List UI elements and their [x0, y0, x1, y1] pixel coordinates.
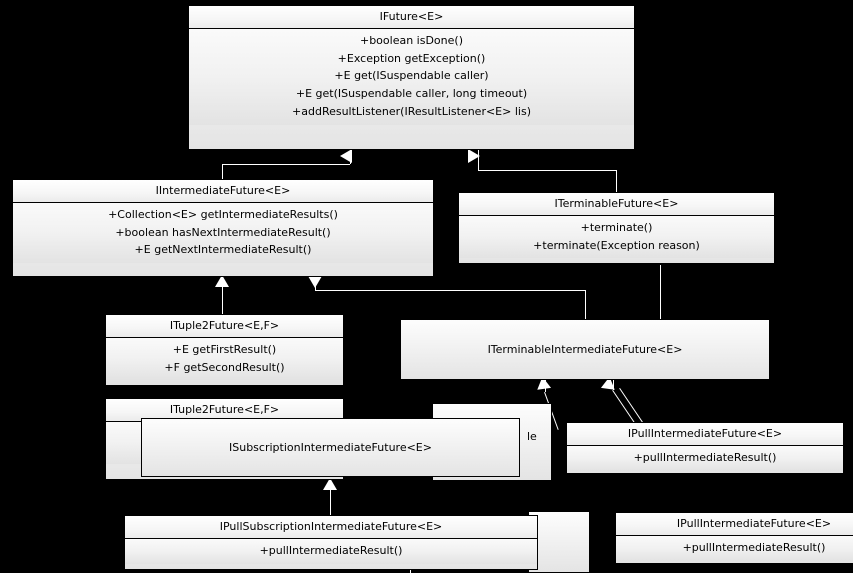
class-operations-ipullintermediatefuture-a: +pullIntermediateResult(): [567, 445, 843, 471]
class-title-ituple2future-a: ITuple2Future<E,F>: [106, 315, 343, 338]
operation-item: +F getSecondResult(): [164, 360, 285, 374]
class-operations-ipullintermediatefuture-b: +pullIntermediateResult(): [616, 535, 853, 561]
class-box-iintermediatefuture[interactable]: IIntermediateFuture<E> +Collection<E> ge…: [12, 179, 434, 277]
inheritance-arrow-ipullsubscriptionintermediatefuture: [323, 478, 337, 490]
inheritance-arrow-iintermediatefuture: [340, 149, 352, 163]
class-operations-iintermediatefuture: +Collection<E> getIntermediateResults() …: [13, 202, 433, 264]
edge-ituple2future-a-to-iintermediatefuture: [222, 278, 223, 314]
class-box-iterminableintermediatefuture[interactable]: ITerminableIntermediateFuture<E>: [400, 319, 770, 380]
class-box-ipullintermediatefuture-a[interactable]: IPullIntermediateFuture<E> +pullIntermed…: [566, 422, 844, 474]
class-title-iterminableintermediatefuture-hidden: le: [527, 430, 537, 443]
class-operations-ifuture: +boolean isDone() +Exception getExceptio…: [189, 28, 634, 125]
edge-iterminableintermediatefuture-to-iterminablefuture: [660, 265, 661, 319]
edge-iterminablefuture-to-ifuture-horizontal: [478, 170, 616, 171]
class-title-ipullsubscriptionintermediatefuture: IPullSubscriptionIntermediateFuture<E>: [125, 516, 537, 539]
class-box-isubscriptionintermediatefuture[interactable]: ISubscriptionIntermediateFuture<E>: [141, 418, 520, 477]
operation-item: +E getNextIntermediateResult(): [134, 243, 312, 257]
class-title-isubscriptionintermediatefuture: ISubscriptionIntermediateFuture<E>: [229, 440, 432, 454]
class-title-ipullintermediatefuture-b: IPullIntermediateFuture<E>: [616, 513, 853, 536]
operation-item: +Exception getException(): [337, 51, 486, 65]
edge-iterminableintermediatefuture-to-iintermediatefuture-horizontal: [315, 290, 585, 291]
class-box-ituple2future-a[interactable]: ITuple2Future<E,F> +E getFirstResult() +…: [105, 314, 344, 386]
operation-item: +pullIntermediateResult(): [682, 540, 826, 554]
class-title-iintermediatefuture: IIntermediateFuture<E>: [13, 180, 433, 203]
class-operations-ipullsubscriptionintermediatefuture: +pullIntermediateResult(): [125, 538, 537, 564]
edge-ipullintermediatefuture-a-to-iterminableintermediate-stub: [613, 380, 614, 390]
operation-item: +pullIntermediateResult(): [633, 450, 777, 464]
inheritance-arrow-iterminableintermediatefuture-upper: [308, 276, 322, 288]
edge-iterminablefuture-to-ifuture-vertical: [616, 170, 617, 192]
edge-iintermediatefuture-to-ifuture-horizontal: [222, 164, 350, 165]
edge-isubscription-to-iterminableintermediate-stub: [545, 380, 546, 392]
class-operations-ituple2future-a: +E getFirstResult() +F getSecondResult(): [106, 337, 343, 381]
operation-item: +pullIntermediateResult(): [259, 543, 403, 557]
operation-item: +addResultListener(IResultListener<E> li…: [292, 105, 531, 118]
operation-item: +E get(ISuspendable caller, long timeout…: [295, 87, 528, 101]
class-box-ipullsubscriptionintermediatefuture[interactable]: IPullSubscriptionIntermediateFuture<E> +…: [124, 515, 538, 570]
edge-iintermediatefuture-to-ifuture-vertical: [222, 164, 223, 180]
class-box-ifuture[interactable]: IFuture<E> +boolean isDone() +Exception …: [188, 5, 635, 150]
class-operations-iterminablefuture: +terminate() +terminate(Exception reason…: [459, 215, 774, 259]
class-box-occluded-lower-right[interactable]: [528, 511, 590, 573]
class-title-ifuture: IFuture<E>: [189, 6, 634, 29]
class-box-iterminablefuture[interactable]: ITerminableFuture<E> +terminate() +termi…: [458, 192, 775, 264]
class-title-iterminableintermediatefuture: ITerminableIntermediateFuture<E>: [487, 342, 683, 356]
operation-item: +boolean hasNextIntermediateResult(): [115, 225, 331, 239]
operation-item: +boolean isDone(): [359, 33, 463, 47]
operation-item: +E getFirstResult(): [172, 342, 277, 356]
edge-ipullsubscription-to-isubscription: [330, 480, 331, 516]
operation-item: +E get(ISuspendable caller): [334, 69, 489, 83]
operation-item: +terminate(): [580, 220, 653, 234]
operation-item: +Collection<E> getIntermediateResults(): [108, 207, 338, 221]
class-title-ipullintermediatefuture-a: IPullIntermediateFuture<E>: [567, 423, 843, 446]
class-title-iterminablefuture: ITerminableFuture<E>: [459, 193, 774, 216]
class-box-ipullintermediatefuture-b[interactable]: IPullIntermediateFuture<E> +pullIntermed…: [615, 512, 853, 564]
inheritance-arrow-iterminablefuture: [468, 149, 480, 163]
edge-iterminableintermediatefuture-to-iintermediatefuture-drop: [585, 290, 586, 319]
operation-item: +terminate(Exception reason): [533, 238, 700, 252]
inheritance-arrow-ituple2future-a: [215, 275, 229, 287]
